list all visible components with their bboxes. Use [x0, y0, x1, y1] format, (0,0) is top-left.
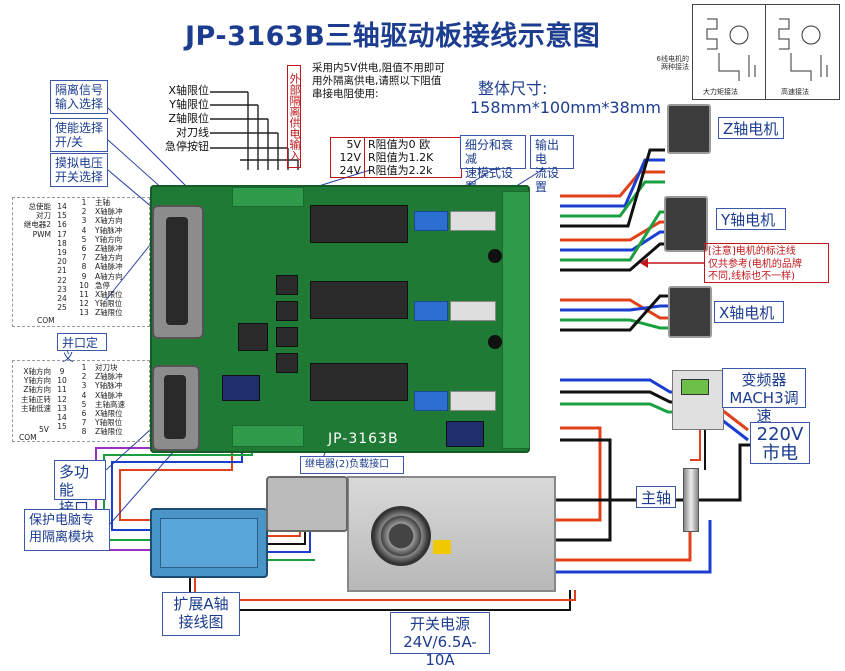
inverter-device: [672, 370, 724, 430]
input-labels: X轴限位 Y轴限位 Z轴限位 对刀线 急停按钮: [137, 84, 209, 154]
db15-right-pins: 1 2 3 4 5 6 7 8: [81, 363, 87, 437]
page-title: JP-3163B三轴驱动板接线示意图: [185, 21, 601, 52]
z-motor-label: Z轴电机: [718, 117, 784, 139]
jp3163b-board: JP-3163B: [150, 185, 530, 453]
x-motor-label: X轴电机: [714, 301, 784, 323]
input-x-limit: X轴限位: [168, 84, 209, 97]
wire-label-warning: [注意]电机的标注线 仅共参考(电机的品牌 不同,线标也不一样): [704, 243, 829, 283]
optocoupler: [276, 275, 298, 295]
fan-icon: [371, 506, 431, 566]
callout-subdiv: 细分和衰减 速模式设置: [460, 135, 526, 194]
callout-relay-load: 继电器(2)负载接口: [300, 456, 404, 474]
input-y-limit: Y轴限位: [169, 98, 209, 111]
wiring-left-label: 大力矩接法: [703, 88, 738, 96]
db25-com-label: COM: [37, 316, 55, 325]
wiring-caption: 6线电机的 两种接法: [656, 55, 689, 71]
relay-2: [446, 421, 484, 447]
x-motor: [668, 286, 712, 338]
a-axis-rotary: [266, 476, 348, 532]
switching-power-supply: [347, 476, 556, 592]
z-motor: [667, 104, 711, 154]
callout-expand: 扩展A轴 接线图: [162, 592, 240, 636]
db25-left-labels: 总使能 对刀 继电器2 PWM: [23, 202, 51, 239]
db15-diagram: X轴方向 Y轴方向 Z轴方向 主轴正转 主轴低速 9 10 11 12 13 1…: [12, 360, 150, 442]
db15-left-labels: X轴方向 Y轴方向 Z轴方向 主轴正转 主轴低速: [21, 367, 51, 413]
capacitor: [488, 249, 502, 263]
db15-connector: [152, 365, 200, 451]
driver-chip-y: [310, 281, 408, 319]
y-motor-label: Y轴电机: [716, 208, 786, 230]
db15-5v-label: 5V: [39, 425, 49, 434]
callout-multi: 多功能 接口: [54, 460, 106, 517]
capacitor: [488, 335, 502, 349]
y-motor: [664, 196, 708, 252]
spindle-device: [683, 468, 699, 532]
six-wire-diagram: 6线电机的 两种接法 大力矩接法 高速接法: [657, 4, 840, 100]
motor-output-terminal: [502, 191, 530, 449]
db15-right-labels: 对刀块 Z轴脉冲 Y轴脉冲 X轴脉冲 主轴高速 X轴限位 Y轴限位 Z轴限位: [95, 363, 125, 437]
size-block: 整体尺寸: 158mm*100mm*38mm: [470, 79, 661, 117]
input-z-limit: Z轴限位: [168, 112, 209, 125]
board-label: JP-3163B: [328, 431, 399, 447]
db15-left-pins: 9 10 11 12 13 14 15: [57, 367, 67, 432]
subdiv-dip-y[interactable]: [414, 301, 448, 321]
current-dip-z[interactable]: [450, 211, 496, 231]
subdiv-dip-x[interactable]: [414, 391, 448, 411]
psu-label: 开关电源 24V/6.5A-10A: [390, 612, 490, 669]
db25-top-diagram: 总使能 对刀 继电器2 PWM 14 15 16 17 18 19 20 21 …: [12, 197, 150, 327]
mains-label: 220V 市电: [750, 422, 810, 464]
warning-arrow: [640, 258, 704, 268]
callout-protect: 保护电脑专 用隔离模块: [24, 509, 110, 551]
wiring-right-label: 高速接法: [781, 88, 809, 96]
relay-1: [222, 375, 260, 401]
power-note: 采用内5V供电,阻值不用即可 用外隔离供电,请照以下阻值 串接电阻使用:: [312, 62, 445, 100]
spindle-label: 主轴: [636, 486, 676, 508]
driver-chip-z: [310, 205, 408, 243]
callout-enable: 使能选择 开/关: [50, 118, 108, 152]
top-input-terminal: [232, 187, 304, 207]
six-wire-schematic: [706, 18, 828, 81]
current-dip-y[interactable]: [450, 301, 496, 321]
optocoupler: [276, 301, 298, 321]
optocoupler: [276, 327, 298, 347]
callout-analog: 摸拟电压 开关选择: [50, 153, 108, 187]
warning-sticker: [433, 540, 451, 554]
db25-connector: [152, 205, 204, 339]
size-value: 158mm*100mm*38mm: [470, 98, 661, 117]
db25-right-labels: 主轴 X轴脉冲 X轴方向 Y轴脉冲 Y轴方向 Z轴脉冲 Z轴方向 A轴脉冲 A轴…: [95, 198, 123, 318]
input-probe: 对刀线: [176, 126, 209, 139]
relay-load-terminal: [232, 425, 304, 447]
expansion-a-module: [150, 508, 268, 578]
current-dip-x[interactable]: [450, 391, 496, 411]
external-power-label: 外部隔离供电输入: [287, 65, 301, 168]
callout-isolation: 隔离信号 输入选择: [50, 80, 108, 114]
db25-left-pins: 14 15 16 17 18 19 20 21 22 23 24 25: [57, 202, 67, 313]
subdiv-dip-z[interactable]: [414, 211, 448, 231]
regulator-chip: [238, 323, 268, 351]
callout-current: 输出电 流设置: [530, 135, 574, 194]
optocoupler: [276, 353, 298, 373]
size-label: 整体尺寸:: [478, 79, 548, 98]
db25-right-pins: 1 2 3 4 5 6 7 8 9 10 11 12 13: [79, 198, 89, 318]
db15-com-label: COM: [19, 433, 37, 442]
driver-chip-x: [310, 363, 408, 401]
callout-port-def: 并口定义: [57, 333, 107, 364]
input-estop: 急停按钮: [165, 140, 209, 153]
inverter-label: 变频器 MACH3调速: [722, 368, 806, 425]
